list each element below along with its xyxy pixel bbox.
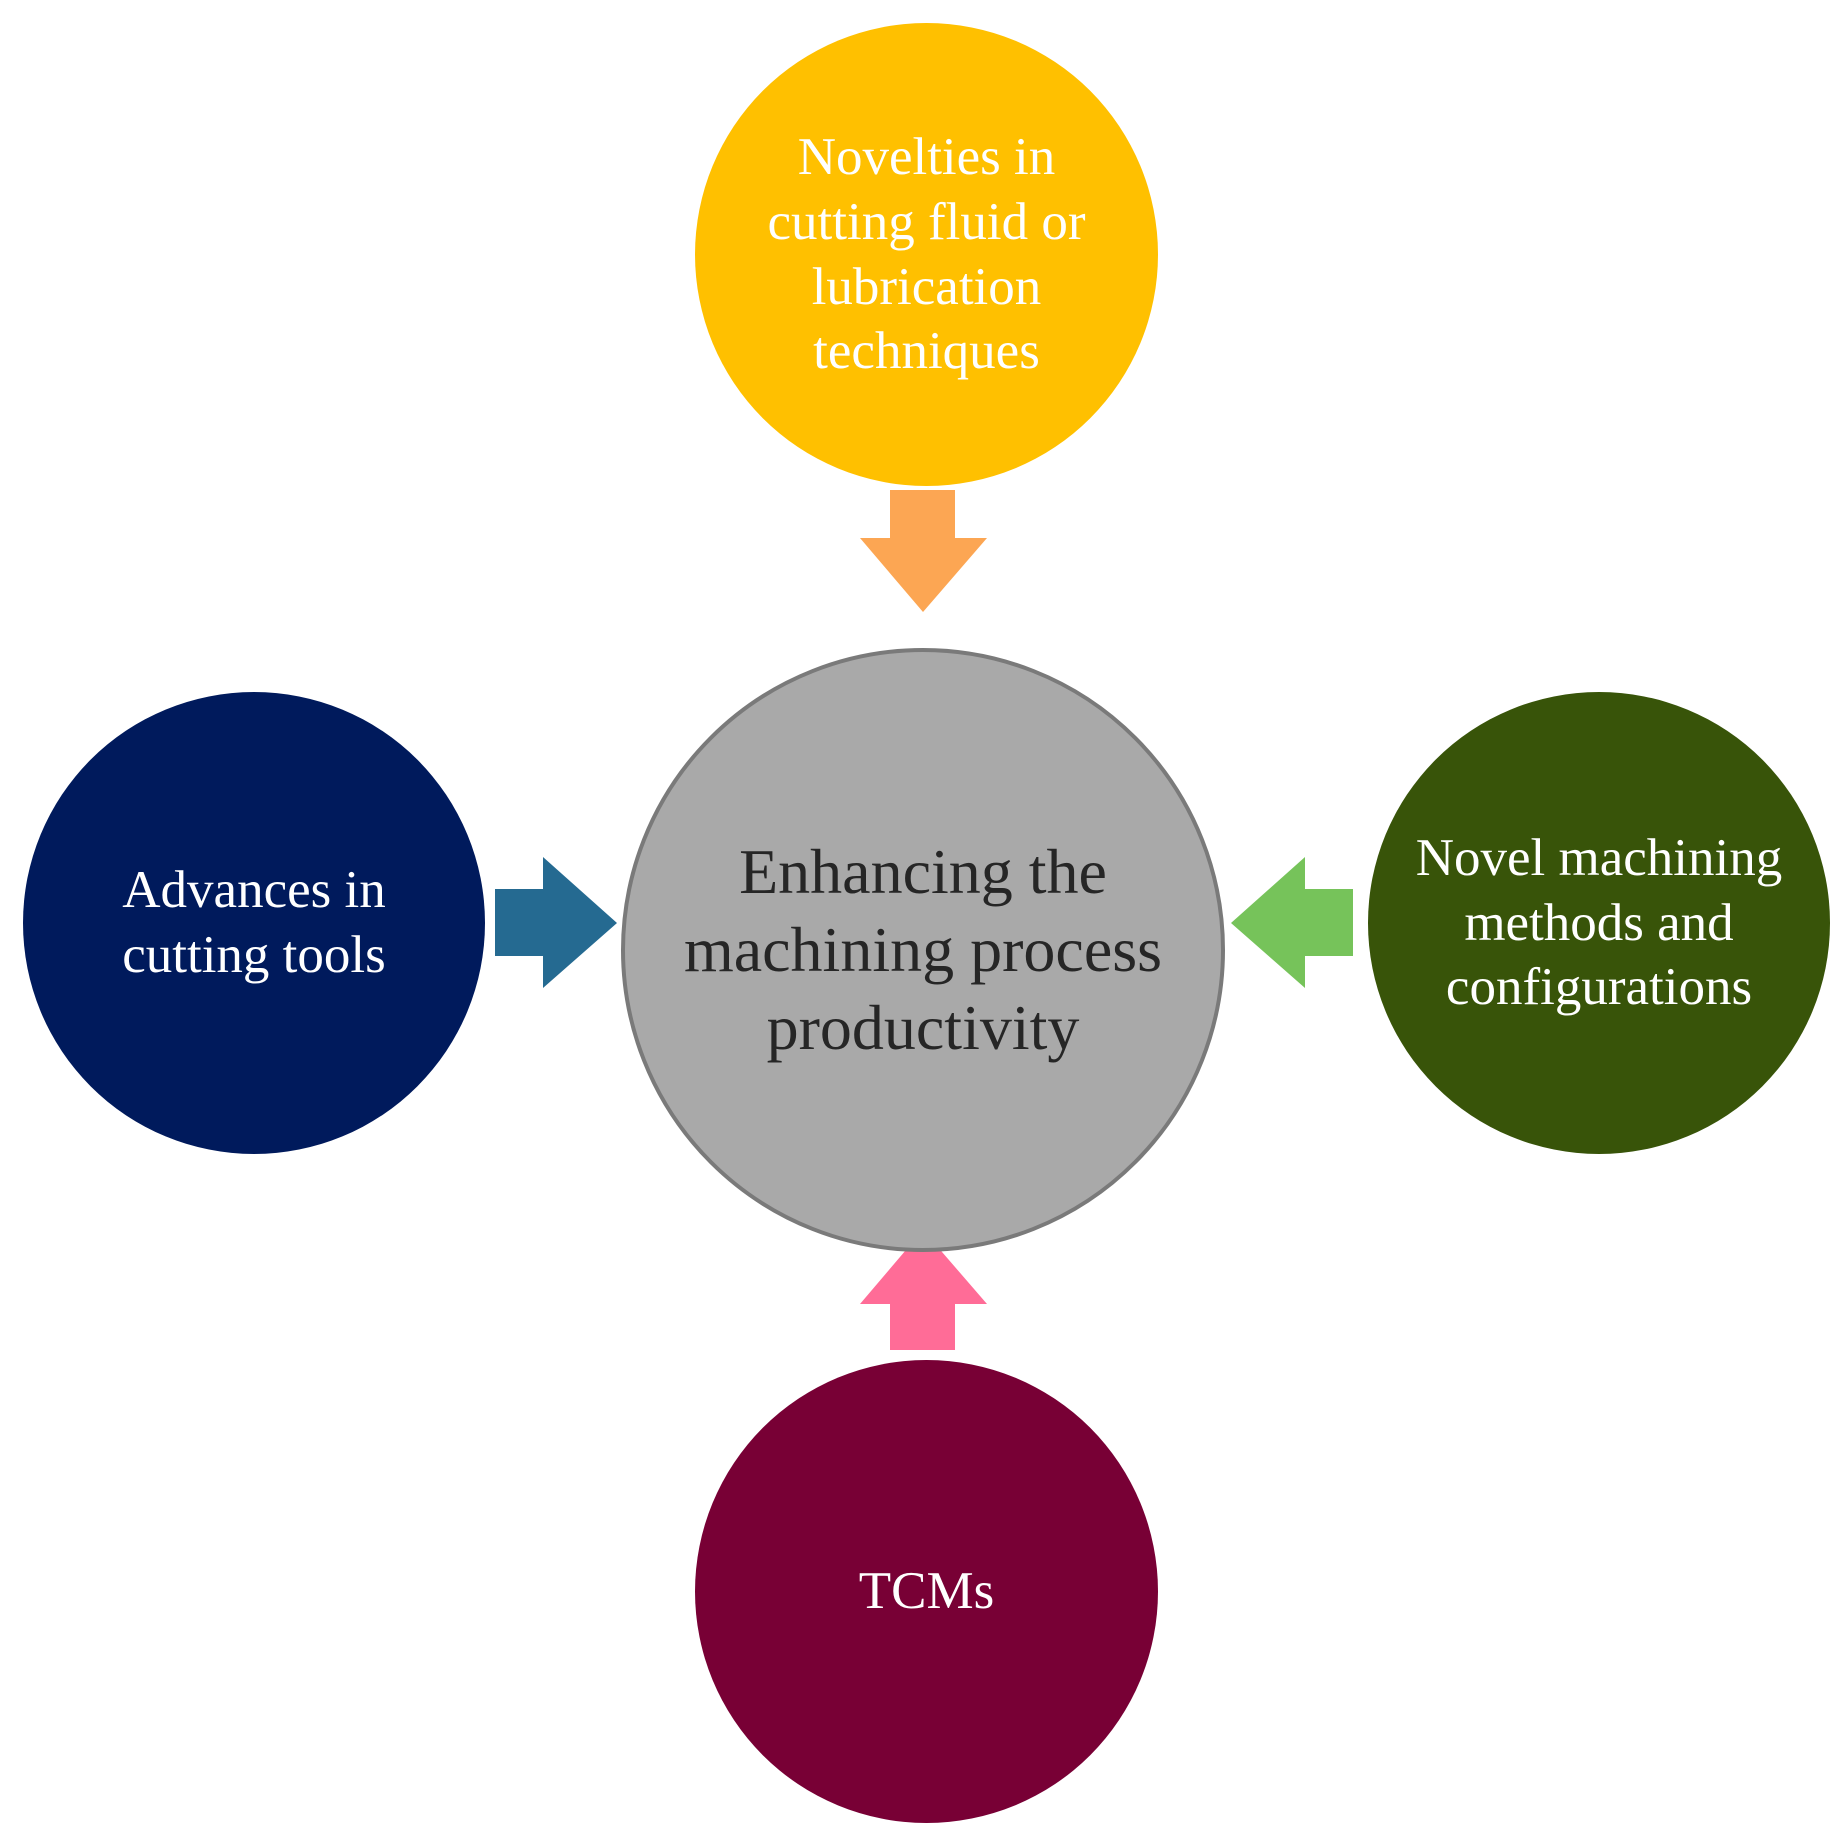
center-circle: Enhancing the machining process producti… bbox=[621, 648, 1225, 1252]
arrow-bottom-up bbox=[860, 1230, 987, 1350]
top-label: Novelties in cutting fluid or lubricatio… bbox=[767, 128, 1086, 381]
arrow-left-right bbox=[495, 857, 617, 988]
right-circle: Novel machining methods and configuratio… bbox=[1368, 692, 1830, 1154]
bottom-circle: TCMs bbox=[695, 1360, 1158, 1823]
left-label: Advances in cutting tools bbox=[122, 861, 386, 984]
arrow-right-left bbox=[1231, 857, 1353, 988]
arrow-top-down bbox=[860, 490, 987, 612]
bottom-label: TCMs bbox=[858, 1562, 995, 1621]
right-label: Novel machining methods and configuratio… bbox=[1415, 829, 1783, 1017]
top-circle: Novelties in cutting fluid or lubricatio… bbox=[695, 23, 1158, 486]
left-circle: Advances in cutting tools bbox=[23, 692, 485, 1154]
center-label: Enhancing the machining process producti… bbox=[683, 835, 1163, 1064]
